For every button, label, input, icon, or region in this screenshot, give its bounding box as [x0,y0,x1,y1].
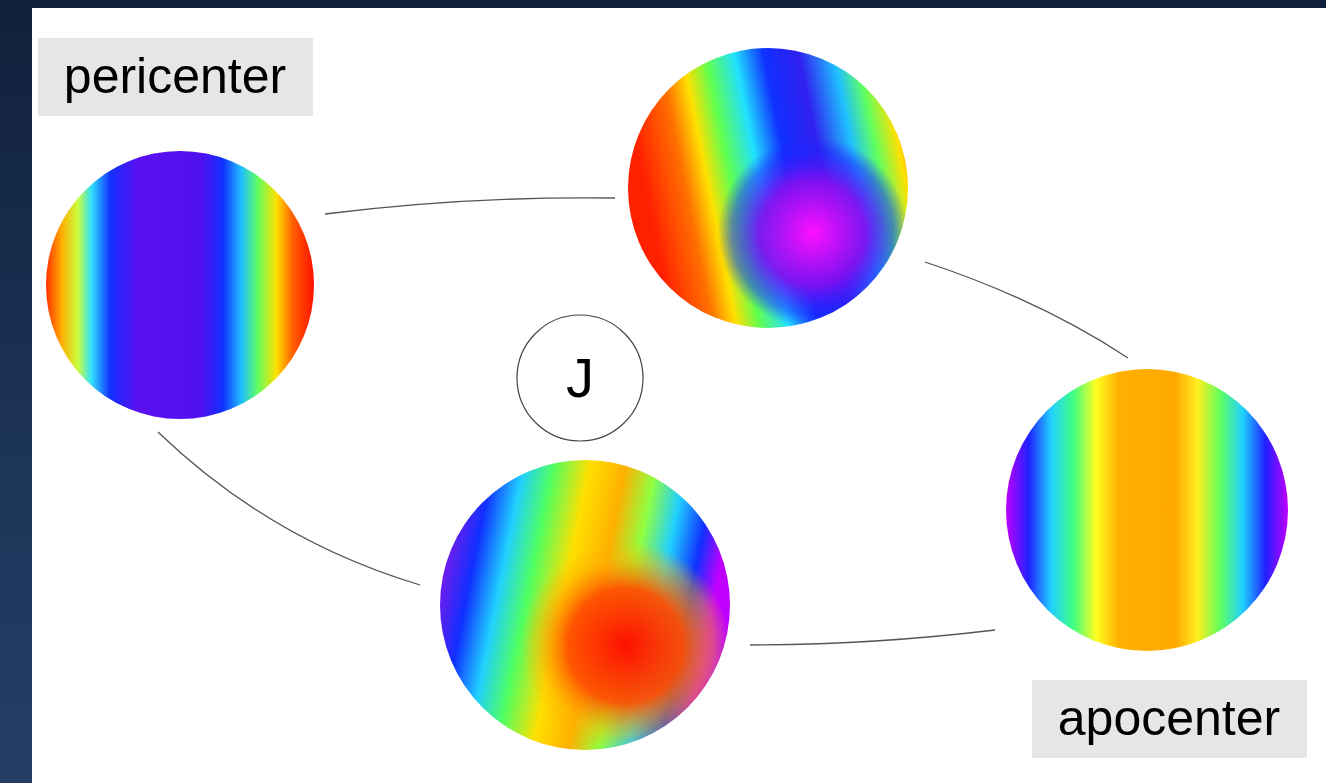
node-label: apocenter [1058,690,1280,748]
orbit-segment [925,262,1128,358]
node-label: J [566,346,594,410]
orbit-segment [325,198,615,214]
moon-sphere [628,48,908,328]
moon-sphere-shading [628,48,908,328]
moon-sphere [1006,369,1288,651]
label-box: pericenter [38,38,313,116]
planet-circle: J [516,314,644,442]
moon-sphere [46,151,314,419]
moon-sphere-shading [440,460,730,750]
moon-sphere [440,460,730,750]
label-box: apocenter [1032,680,1307,758]
circle-outline [517,315,643,441]
orbit-segment [158,432,420,585]
orbit-segment [750,630,995,645]
node-label: pericenter [64,48,286,106]
